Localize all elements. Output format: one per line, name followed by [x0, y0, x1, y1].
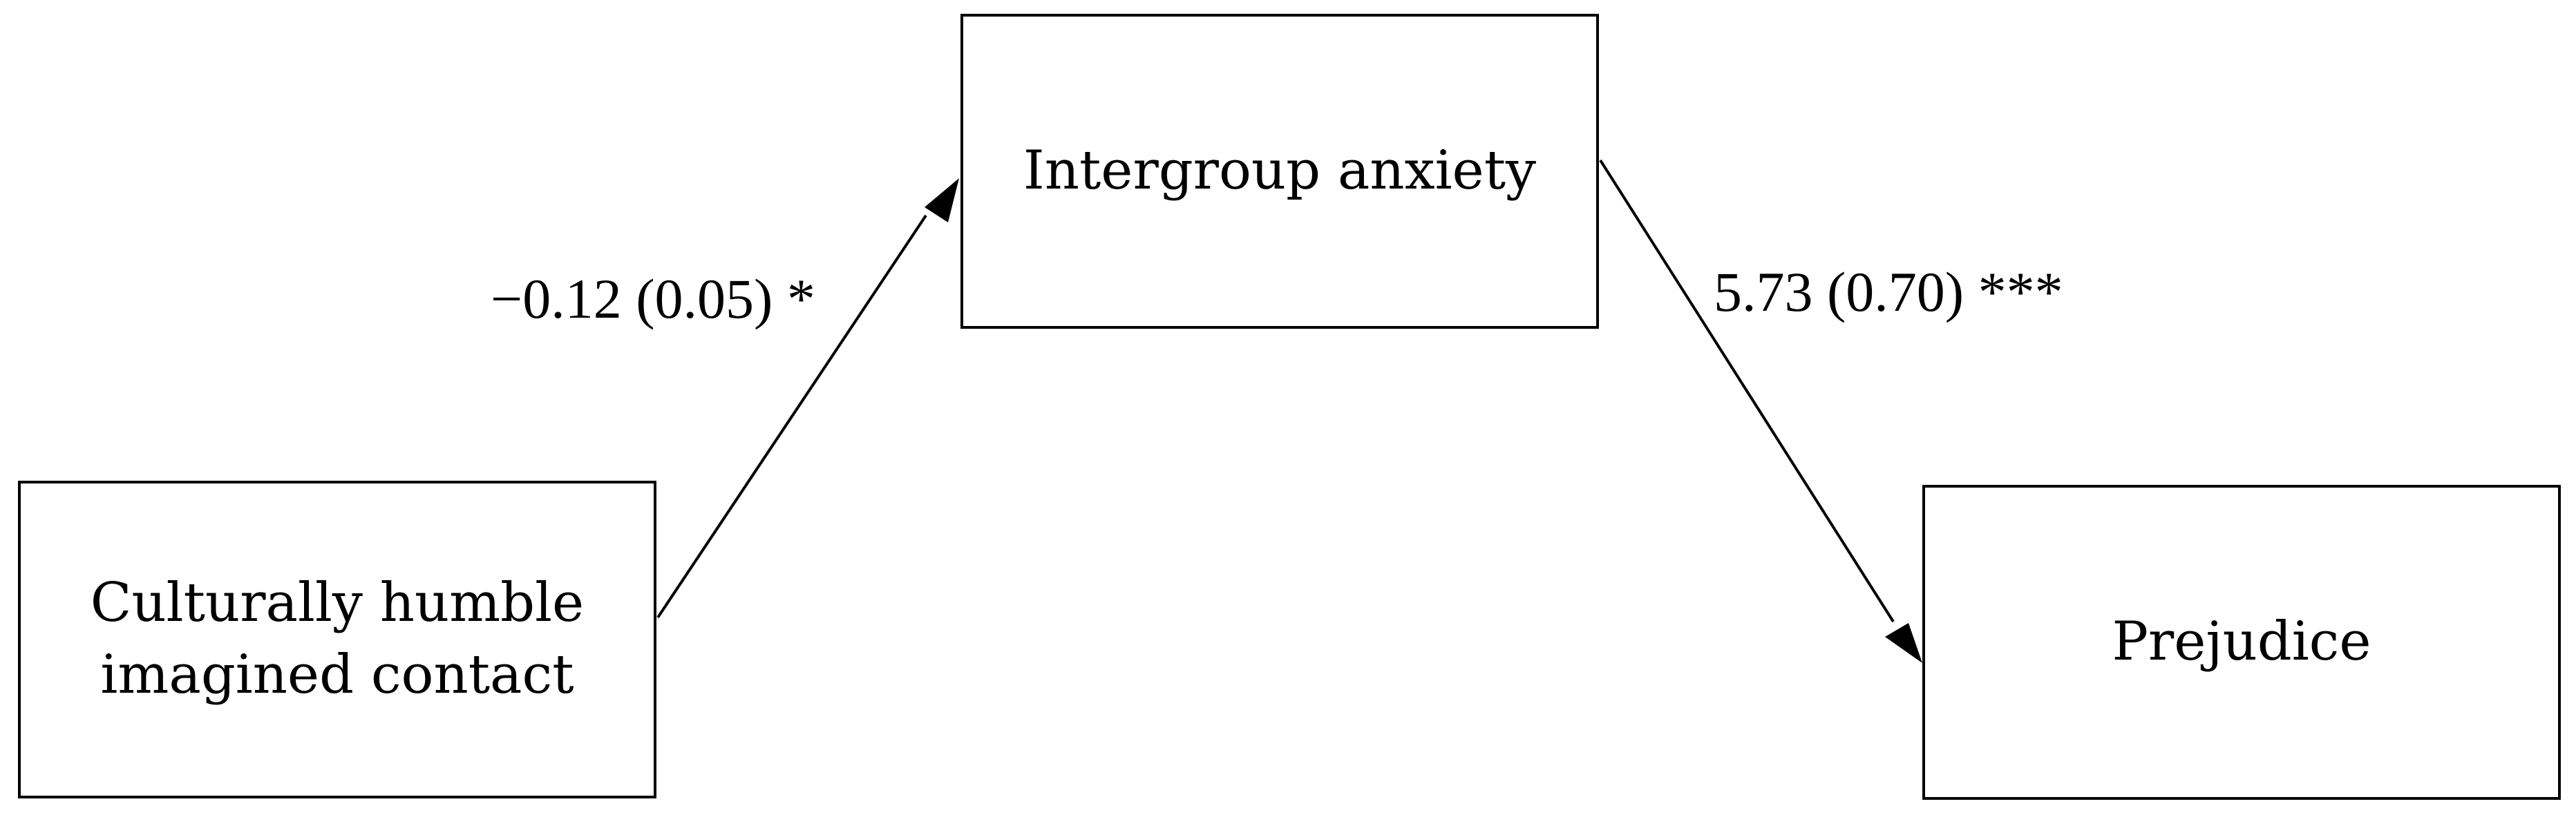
node-label-mediator: Intergroup anxiety [1023, 140, 1537, 202]
path-b-arrowhead [1885, 623, 1922, 663]
path-a-line [656, 214, 927, 619]
path-b-coefficient-label: 5.73 (0.70) *** [1714, 260, 2063, 323]
node-label-outcome: Prejudice [2112, 611, 2371, 673]
node-label-predictor: Culturally humble imagined contact [90, 572, 585, 706]
path-b-line [1599, 159, 1895, 623]
node-intergroup-anxiety: Intergroup anxiety [960, 14, 1599, 329]
path-a-coefficient-label: −0.12 (0.05) * [491, 267, 815, 330]
node-culturally-humble-imagined-contact: Culturally humble imagined contact [18, 481, 656, 798]
path-a-arrowhead [925, 178, 959, 222]
node-prejudice: Prejudice [1922, 485, 2561, 800]
